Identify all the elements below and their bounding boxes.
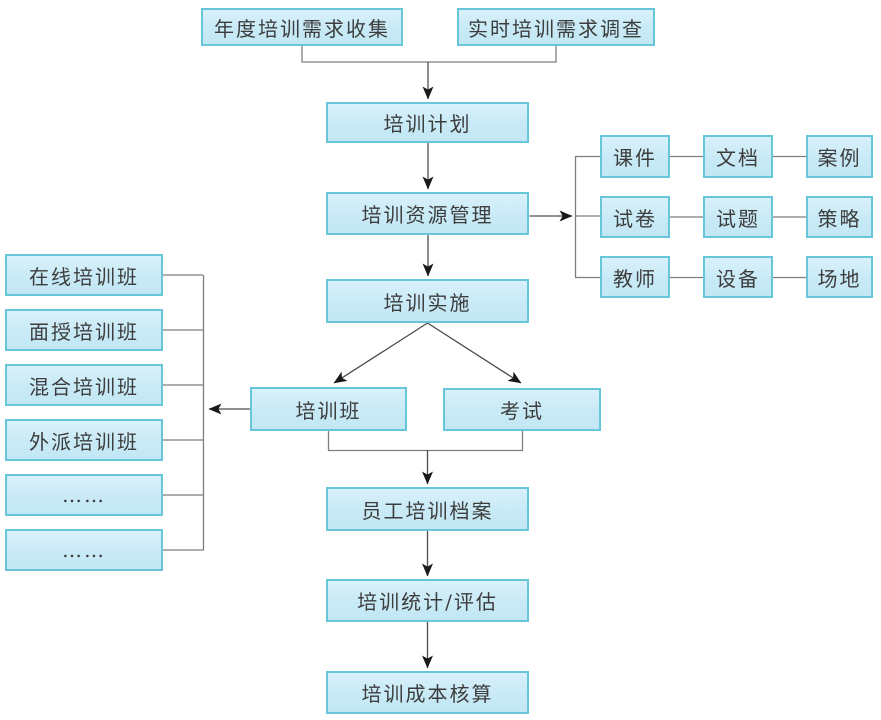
gray-connectors [163, 46, 806, 551]
node-training-plan: 培训计划 [326, 102, 529, 143]
node-employee-training-records: 员工培训档案 [326, 487, 529, 531]
node-equipment: 设备 [703, 256, 773, 298]
arrow-connectors [208, 62, 573, 669]
node-test-questions: 试题 [703, 196, 773, 238]
node-training-resource-management: 培训资源管理 [326, 192, 529, 235]
node-exam: 考试 [443, 388, 601, 431]
node-cases: 案例 [806, 135, 873, 178]
node-dispatched-training-class: 外派培训班 [5, 419, 163, 461]
node-venues: 场地 [806, 256, 873, 298]
node-training-class: 培训班 [250, 387, 407, 431]
node-ellipsis-2: …… [5, 529, 163, 571]
node-documents: 文档 [703, 135, 773, 178]
node-realtime-needs-survey: 实时培训需求调查 [457, 8, 655, 46]
node-strategies: 策略 [806, 196, 873, 238]
node-test-papers: 试卷 [600, 196, 670, 238]
node-training-cost-accounting: 培训成本核算 [326, 671, 529, 714]
node-courseware: 课件 [600, 135, 670, 178]
node-training-implementation: 培训实施 [326, 279, 529, 323]
node-annual-needs-collection: 年度培训需求收集 [201, 8, 403, 46]
node-teachers: 教师 [600, 256, 670, 298]
node-blended-training-class: 混合培训班 [5, 364, 163, 406]
node-face-to-face-training-class: 面授培训班 [5, 309, 163, 351]
node-training-statistics-evaluation: 培训统计/评估 [326, 579, 529, 622]
node-online-training-class: 在线培训班 [5, 254, 163, 296]
node-ellipsis-1: …… [5, 474, 163, 516]
